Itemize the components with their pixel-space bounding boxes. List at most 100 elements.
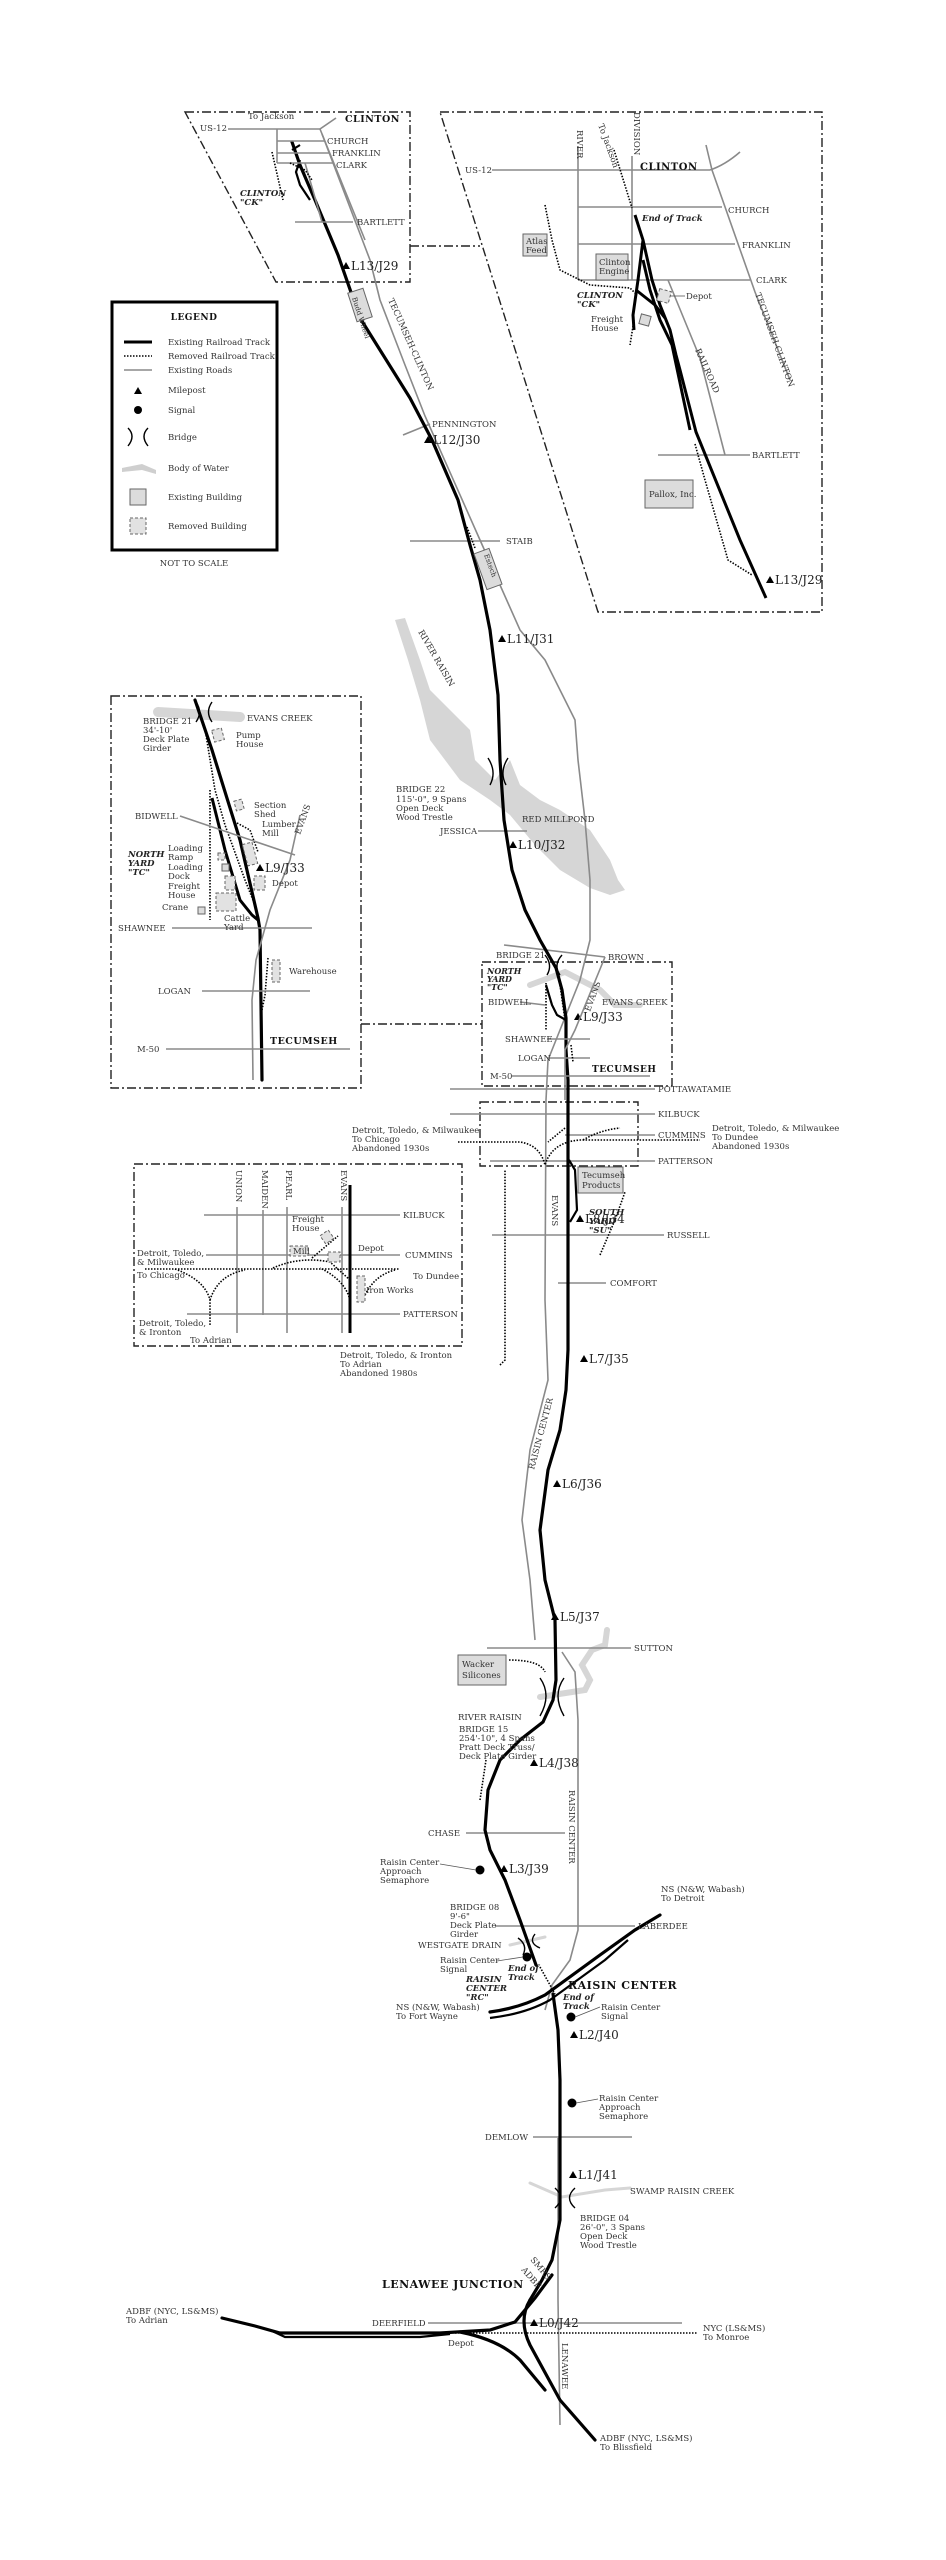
removed-estech-spur: [466, 526, 476, 549]
freight-house-building: [638, 313, 652, 327]
connection-label-dtm-dundee: To Dundee: [712, 1133, 758, 1143]
bridge-04-label: BRIDGE 04: [580, 2214, 629, 2224]
swamp-raisin-creek: [528, 2181, 632, 2199]
road-label-evans-mid: EVANS: [549, 1195, 559, 1226]
milepost-label: L13/J29: [351, 259, 398, 273]
freight-house-inset-label: House: [168, 891, 195, 901]
estech-building: [473, 547, 503, 591]
lumber-mill-label: Mill: [262, 829, 279, 839]
freight-house-label: House: [591, 324, 618, 334]
town-tecumseh-small: TECUMSEH: [592, 1065, 656, 1075]
road-label-russell: RUSSELL: [667, 1231, 710, 1241]
legend-label: Existing Railroad Track: [168, 338, 271, 348]
freight-house-label: Freight: [591, 315, 624, 325]
clinton-large-frame: [439, 111, 823, 613]
yard-label-south: SOUTH: [589, 1208, 625, 1218]
road-label-pearl: PEARL: [283, 1170, 293, 1200]
depot-inset-building: [253, 875, 266, 891]
milepost-icon: [500, 1865, 508, 1872]
road-label-pennington: PENNINGTON: [432, 420, 497, 430]
main-roads: [321, 133, 682, 2426]
bridge-04-label: Wood Trestle: [580, 2241, 637, 2251]
warehouse-label: Warehouse: [289, 967, 337, 977]
removed-dti-adrian: [499, 1170, 506, 1366]
clinton-engine-building: [595, 253, 629, 281]
legend-label: Body of Water: [168, 464, 230, 474]
milepost-label: L13/J29: [775, 573, 822, 587]
section-shed-label: Shed: [254, 810, 276, 820]
milepost-icon: [551, 1613, 559, 1620]
signal-south: [566, 2012, 576, 2022]
road-label-railroad: RAILROAD: [692, 347, 721, 395]
legend-removed-building-icon: [129, 517, 147, 535]
freight-house-south-label: Freight: [292, 1215, 325, 1225]
not-to-scale-note: NOT TO SCALE: [160, 559, 228, 569]
water-bodies: [395, 618, 643, 2199]
yard-label-raisin-center: CENTER: [466, 1984, 507, 1994]
connection-label-dti-adrian: To Adrian: [340, 1360, 382, 1370]
road-label-m50-small: M-50: [490, 1072, 512, 1082]
town-raisin-center: RAISIN CENTER: [568, 1979, 678, 1992]
town-tecumseh: TECUMSEH: [270, 1036, 338, 1047]
tecumseh-large-frame: [110, 695, 362, 1089]
dtm-inset-label: To Chicago: [137, 1271, 185, 1281]
removed-clinton-spur: [271, 151, 284, 201]
legend-existing-building-icon: [129, 488, 147, 506]
signal-label: Raisin Center: [440, 1956, 500, 1966]
section-shed-building: [233, 798, 245, 812]
road-label-logan: LOGAN: [158, 987, 192, 997]
freight-house-south-label: House: [292, 1224, 319, 1234]
signal-label: Semaphore: [380, 1876, 429, 1886]
road-label-bartlett-large: BARTLETT: [752, 451, 800, 461]
track-north-yard-siding: [544, 984, 567, 1021]
milepost-icon: [530, 2319, 538, 2326]
signals: [439, 1863, 601, 2108]
road-label-kilbuck: KILBUCK: [658, 1110, 700, 1120]
milepost-icon: [576, 1215, 584, 1222]
signal-label: Raisin Center: [601, 2003, 661, 2013]
road-label-evans-south-inset: EVANS: [338, 1170, 348, 1201]
milepost-icon: [569, 2171, 577, 2178]
connection-label-adbf-blissfield: ADBF (NYC, LS&MS): [599, 2433, 693, 2444]
town-clinton-small: CLINTON: [345, 114, 400, 125]
road-label-church: CHURCH: [327, 137, 368, 147]
tecumseh-large-inset: BRIDGE 21 34'-10' Deck Plate Girder EVAN…: [118, 698, 350, 1082]
bridge-21-inset-label: Deck Plate: [143, 735, 189, 745]
road-brown: [503, 944, 606, 958]
road-label-kilbuck-inset: KILBUCK: [403, 1211, 445, 1221]
bridge-22-label: BRIDGE 22: [396, 785, 445, 795]
legend-label: Existing Building: [168, 493, 243, 503]
road-label-union: UNION: [233, 1170, 243, 1203]
wacker-building: [457, 1654, 507, 1686]
clinton-small-inset: To Jackson US-12 CLINTON CHURCH FRANKLIN…: [200, 112, 405, 241]
milepost-label: L9/J33: [583, 1010, 623, 1024]
track-clinton-yard: [291, 144, 311, 201]
loading-dock-label: Dock: [168, 872, 191, 882]
connection-label-ns-fortwayne: NS (N&W, Wabash): [396, 2002, 480, 2013]
milepost-label: L7/J35: [589, 1352, 629, 1366]
town-clinton-large: CLINTON: [640, 162, 698, 173]
to-adrian-label: To Adrian: [190, 1336, 232, 1346]
legend-title: LEGEND: [171, 313, 218, 323]
road-label-deerfield: DEERFIELD: [372, 2319, 426, 2329]
track-ns-parallel: [489, 1939, 629, 2020]
loading-ramp-building: [217, 852, 226, 861]
legend-label: Removed Building: [168, 522, 247, 532]
signal-label: Raisin Center: [380, 1858, 440, 1868]
cattle-yard-label: Cattle: [224, 914, 250, 924]
budd-wheel-building: [347, 287, 373, 323]
bridges: [487, 757, 576, 2209]
signal-north: [522, 1952, 532, 1962]
clinton-large-inset: RIVER To Jackson DIVISION US-12 CLINTON …: [465, 112, 822, 599]
milepost-label: L2/J40: [579, 2028, 619, 2042]
track-main-south: [528, 1992, 562, 2302]
atlas-feed-label: Atlas: [525, 237, 548, 247]
mill-label: Mill: [293, 1247, 310, 1257]
loading-dock-building: [221, 863, 230, 872]
wacker-label: Silicones: [462, 1671, 501, 1681]
yard-label-raisin-center: "RC": [466, 1993, 489, 2003]
loading-ramp-label: Ramp: [168, 853, 194, 863]
road-raisin-center-south: [544, 1651, 579, 2011]
legend-label: Milepost: [168, 386, 206, 396]
road-label-comfort: COMFORT: [610, 1279, 657, 1289]
